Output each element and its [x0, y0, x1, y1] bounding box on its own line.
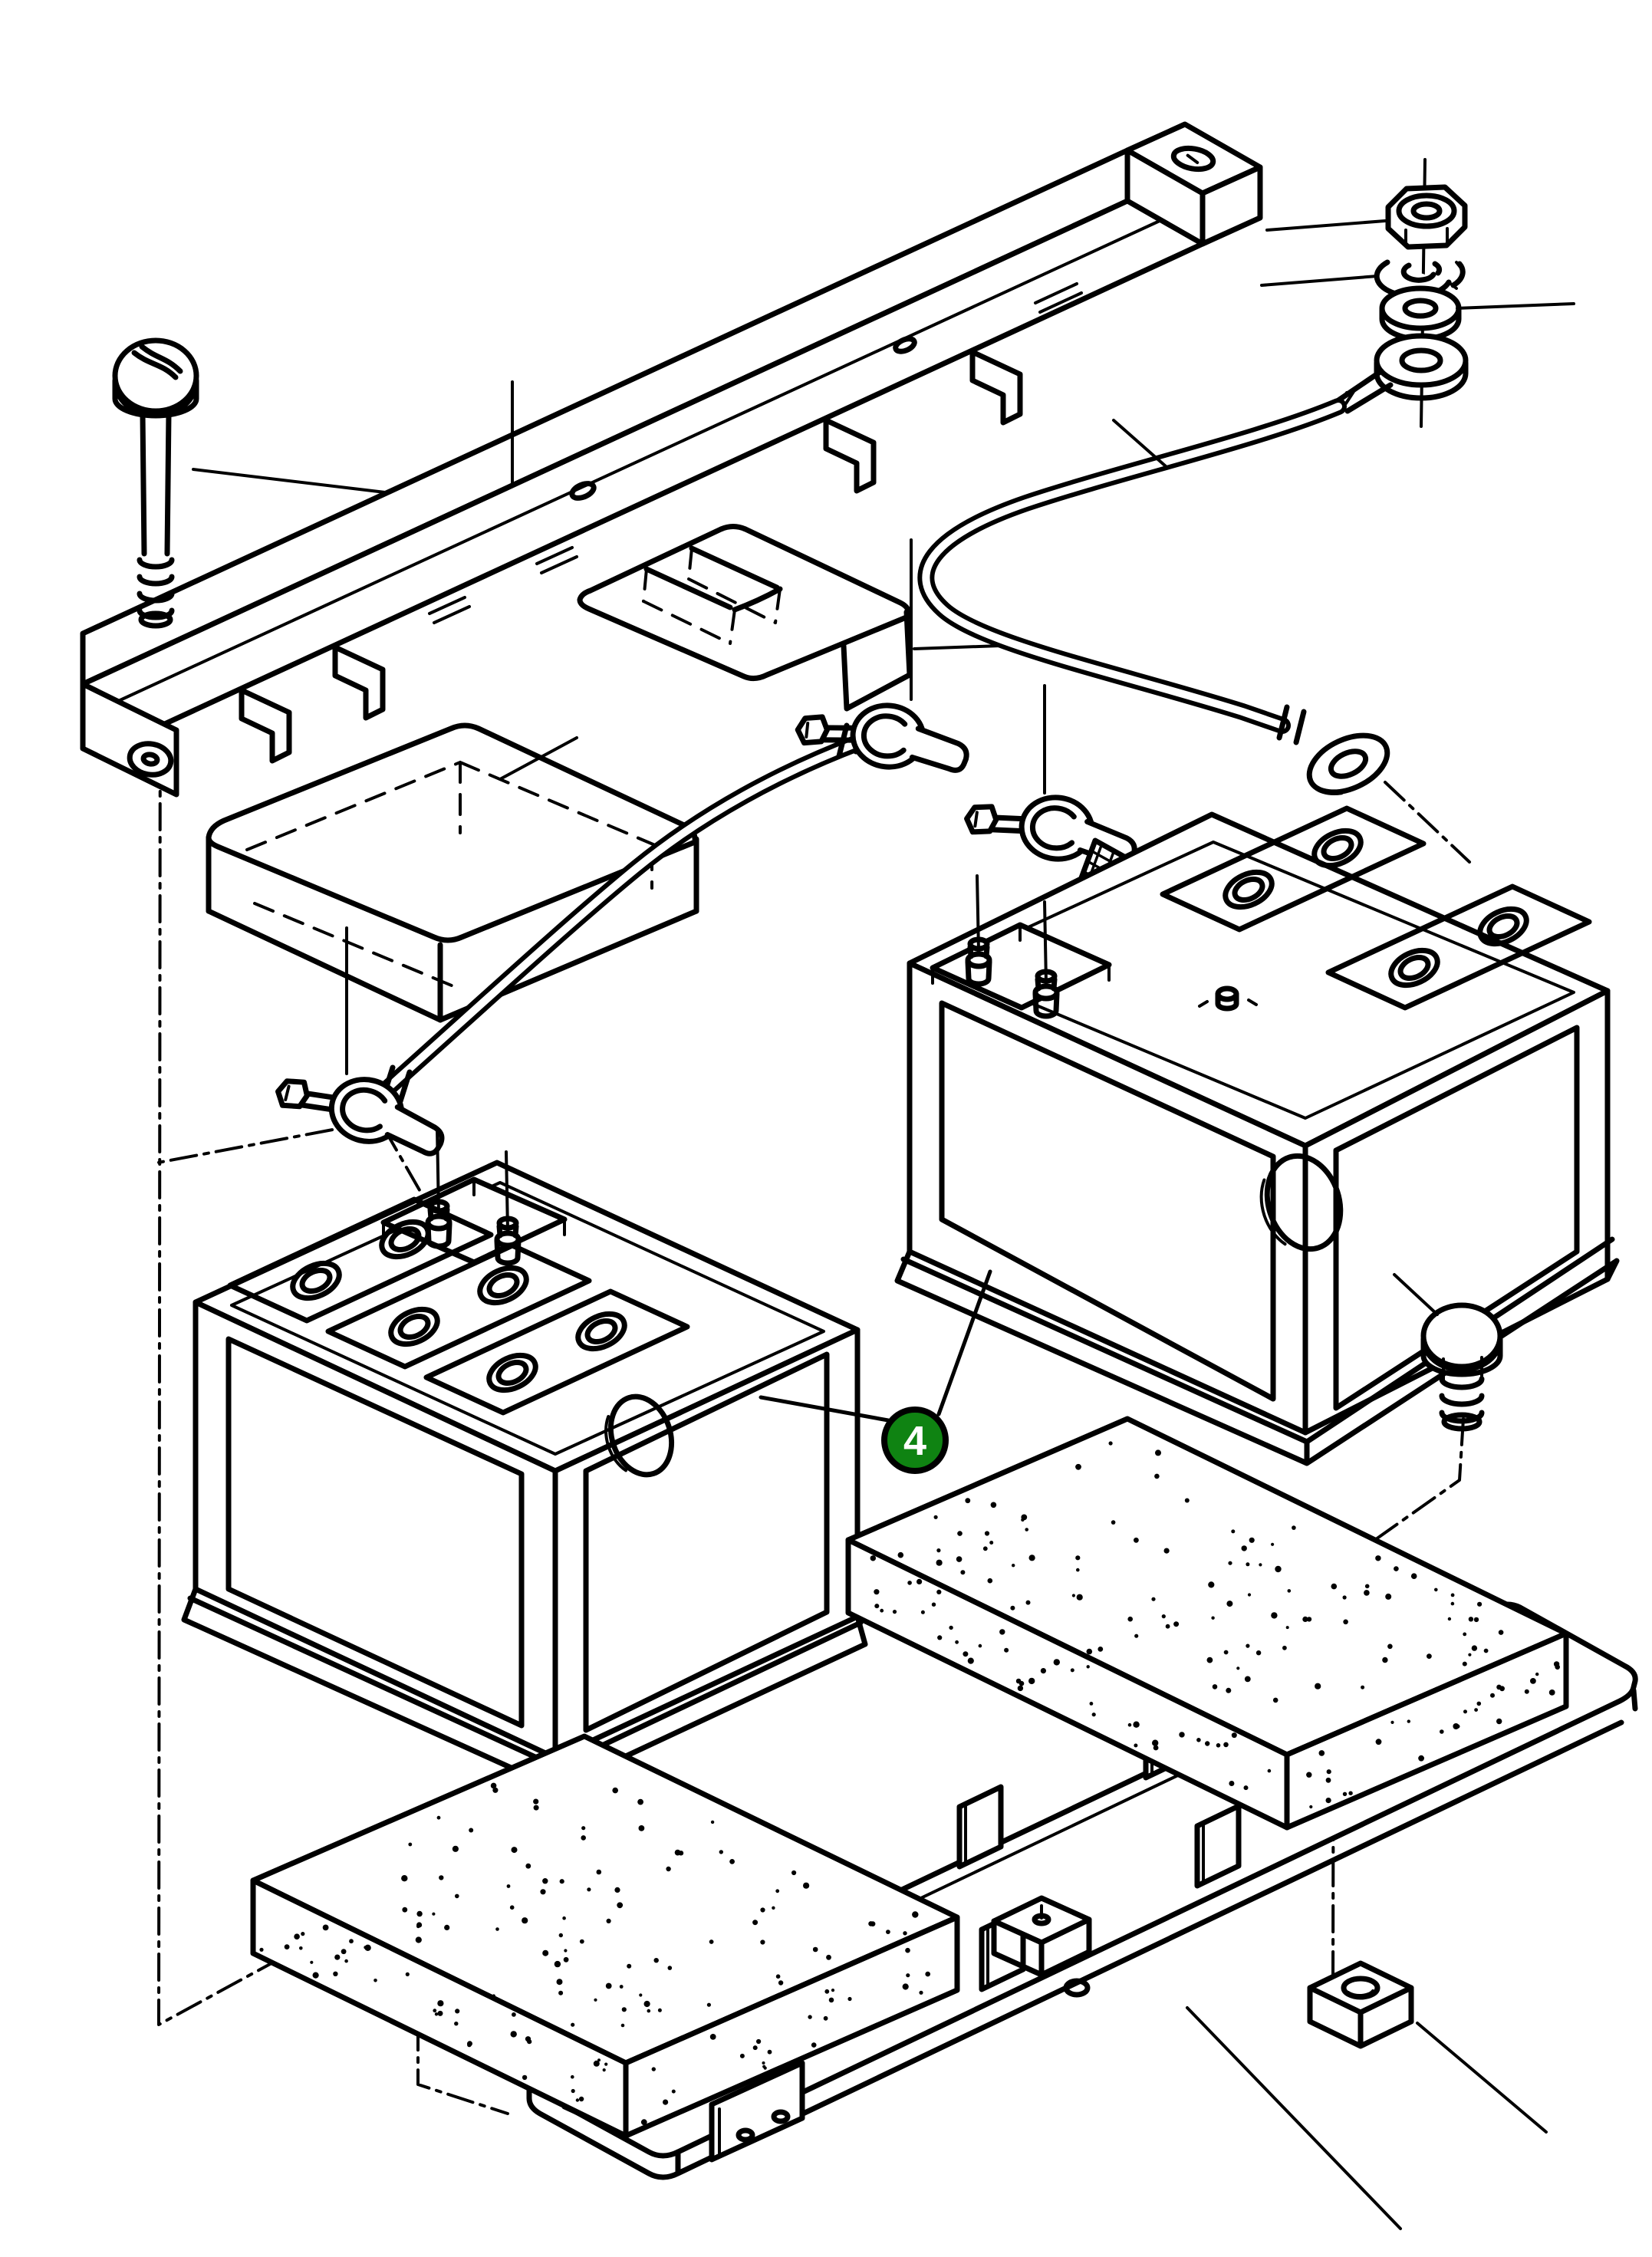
- cable-ring-terminal-drawing: [1306, 732, 1390, 796]
- terminal-hardware-stack-drawing: [1335, 184, 1469, 414]
- flat-washer-drawing: [1379, 285, 1462, 342]
- terminal-clamp-left: [271, 1059, 452, 1160]
- frame-clip: [239, 349, 1023, 764]
- square-nut-drawing: [1307, 1960, 1414, 2049]
- hex-nut-drawing: [1385, 184, 1468, 250]
- terminal-cover-plate-drawing: [577, 524, 913, 712]
- tray-nut-block: [991, 1895, 1092, 1978]
- foam-pad-left-drawing: [250, 1733, 960, 2139]
- foam-pad-right-drawing: [845, 1416, 1569, 1831]
- cable-ring-terminal-drawing: [1335, 333, 1469, 414]
- callout-4-number: 4: [903, 1418, 926, 1464]
- positive-cable-drawing: [917, 398, 1390, 796]
- terminal-rubber-cover-drawing: [206, 722, 699, 1023]
- hold-down-frame-drawing: [80, 121, 1263, 798]
- callout-leader: [759, 1269, 992, 1423]
- frame-bolt-hole: [127, 741, 174, 778]
- hold-down-bolt-drawing: [112, 337, 199, 629]
- mounting-bolt-right-drawing: [1420, 1302, 1503, 1432]
- callout-4-circle[interactable]: [881, 1407, 949, 1474]
- leader-lines: [192, 219, 1575, 2230]
- frame-end-hole: [1170, 145, 1216, 173]
- tray-bent-plate: [709, 2060, 805, 2163]
- battery-left-drawing: [181, 1160, 868, 1791]
- battery-right-drawing: [894, 805, 1620, 1466]
- callout-4-badge[interactable]: 4: [881, 1407, 949, 1474]
- intercell-jumper-cable-drawing: [271, 696, 971, 1160]
- diagram-art: 4: [80, 121, 1638, 2230]
